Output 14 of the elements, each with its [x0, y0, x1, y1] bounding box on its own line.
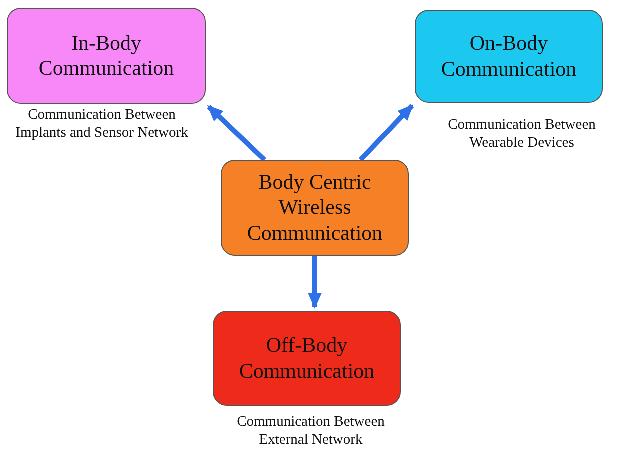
- process-box: [221, 160, 409, 256]
- description-text: Communication Between External Network: [236, 413, 386, 450]
- box-label: On-Body Communication: [440, 31, 578, 82]
- box-label: Off-Body Communication: [238, 333, 376, 384]
- process-box: [213, 311, 401, 406]
- description-text: Communication Between Implants and Sensor Network: [14, 106, 190, 142]
- description-text: Communication Between Wearable Devices: [447, 116, 597, 152]
- arrow: [358, 104, 414, 162]
- arrow: [207, 104, 266, 162]
- process-box: [415, 10, 603, 103]
- process-box: [7, 8, 206, 104]
- box-label: In-Body Communication: [38, 30, 176, 82]
- arrow: [308, 256, 322, 309]
- box-label: Body Centric Wireless Communication: [246, 170, 384, 246]
